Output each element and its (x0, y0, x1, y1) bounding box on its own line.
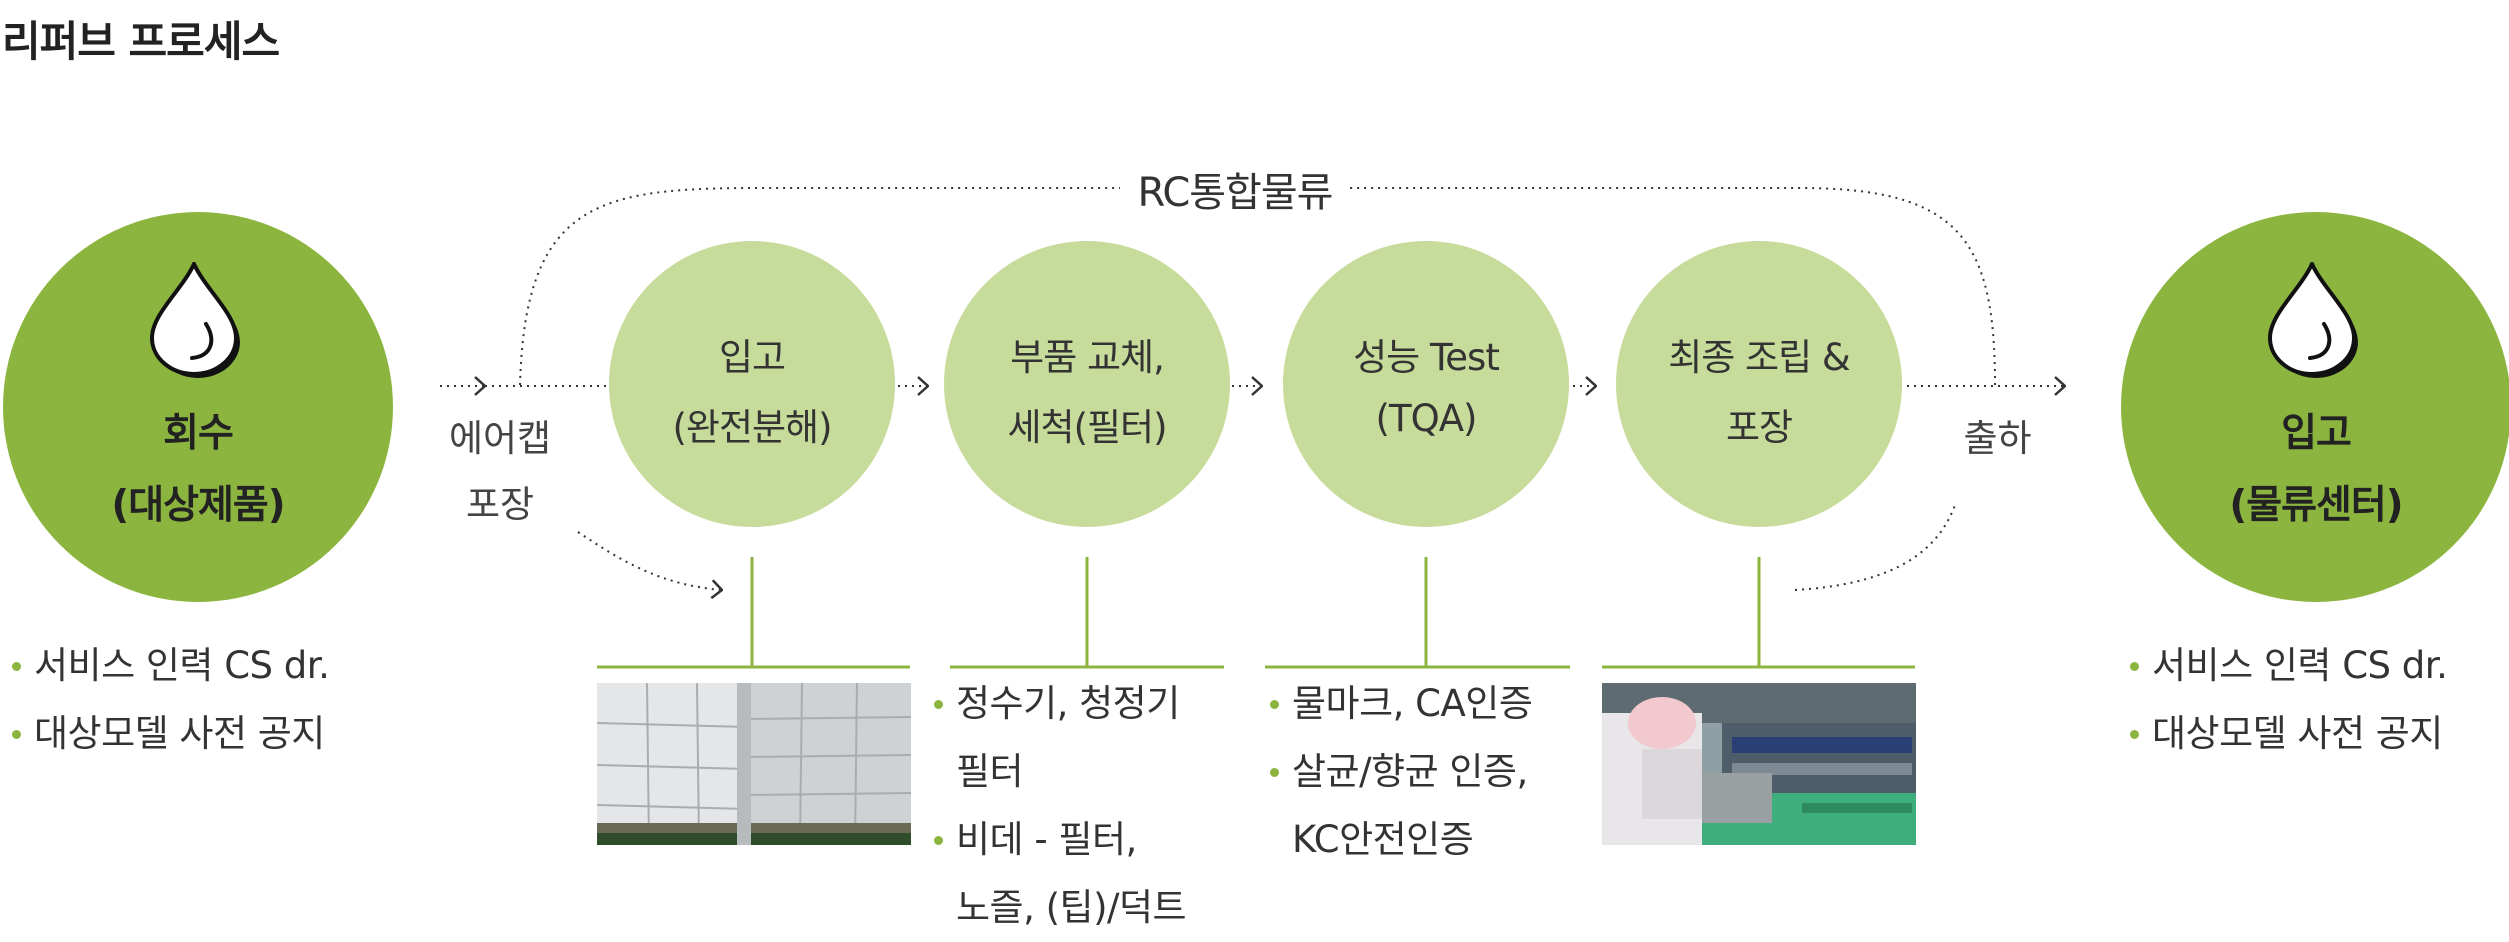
step-2-title: 부품 교체, (1010, 336, 1165, 379)
aircap-branch-arrow (577, 531, 722, 590)
step-4-subtitle: 포장 (1725, 406, 1793, 449)
step-circle-4: 최종 조립 & 포장 (1616, 241, 1902, 527)
shipping-label: 출하 (1945, 406, 2050, 472)
aircap-label-line1: 에어캡 (448, 417, 552, 460)
step-3-title: 성능 Test (1353, 336, 1500, 379)
step-circle-2: 부품 교체, 세척(필터) (944, 241, 1230, 527)
assembly-line-photo (1602, 683, 1916, 845)
step-1-title: 입고 (718, 336, 786, 379)
end-node-title: 입고 (2281, 411, 2352, 456)
step-circle-3: 성능 Test (TQA) (1283, 241, 1569, 527)
step-2-subtitle: 세척(필터) (1007, 406, 1167, 449)
list-item: 대상모델 사전 공지 (2128, 700, 2447, 768)
start-node-subtitle: (대상제품) (111, 483, 285, 528)
step-4-title: 최종 조립 & (1668, 336, 1851, 379)
list-item: 대상모델 사전 공지 (10, 700, 329, 768)
start-node-bullets: 서비스 인력 CS dr. 대상모델 사전 공지 (10, 632, 330, 768)
start-node-collection: 회수 (대상제품) (3, 212, 393, 602)
end-node-bullets: 서비스 인력 CS dr. 대상모델 사전 공지 (2128, 632, 2448, 768)
list-item: 정수기, 청정기 필터 (932, 670, 1186, 806)
packed-boxes-photo (597, 683, 911, 845)
water-drop-icon (2267, 262, 2358, 378)
list-item: 서비스 인력 CS dr. (10, 632, 330, 700)
list-item: 물마크, CA인증 (1268, 670, 1533, 738)
step-1-subtitle: (완전분해) (672, 406, 832, 449)
water-drop-icon (149, 262, 240, 378)
shipping-branch-curve (1794, 504, 1956, 591)
step-circle-1: 입고 (완전분해) (609, 241, 895, 527)
end-node-subtitle: (물류센터) (2229, 483, 2403, 528)
aircap-label: 에어캡 포장 (430, 406, 570, 538)
step-3-details: 물마크, CA인증 살균/향균 인증, KC안전인증 (1268, 670, 1533, 874)
step-2-details: 정수기, 청정기 필터 비데 - 필터, 노즐, (팁)/덕트 (932, 670, 1187, 942)
list-item: 서비스 인력 CS dr. (2128, 632, 2448, 700)
rc-logistics-label: RC통합물류 (1120, 160, 1350, 218)
step-3-subtitle: (TQA) (1375, 397, 1478, 440)
start-node-title: 회수 (163, 411, 234, 456)
list-item: 살균/향균 인증, KC안전인증 (1268, 738, 1532, 874)
aircap-label-line2: 포장 (465, 483, 535, 526)
page-title: 리퍼브 프로세스 (2, 17, 280, 66)
list-item: 비데 - 필터, 노즐, (팁)/덕트 (932, 806, 1187, 942)
end-node-warehousing: 입고 (물류센터) (2121, 212, 2509, 602)
